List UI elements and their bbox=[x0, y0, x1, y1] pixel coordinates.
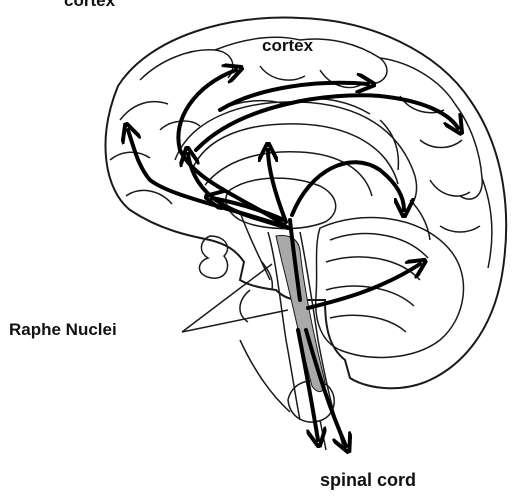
raphe-pointer-lines bbox=[182, 264, 288, 332]
cerebellum bbox=[316, 218, 464, 358]
arrow-to-occipital bbox=[292, 162, 404, 215]
label-cortex-top: cortex bbox=[64, 0, 115, 11]
arrow-down-spinal-right bbox=[306, 330, 346, 446]
label-cortex: cortex bbox=[262, 36, 313, 56]
inner-structures bbox=[199, 178, 335, 290]
arrow-to-thalamus bbox=[268, 150, 286, 222]
label-raphe-nuclei: Raphe Nuclei bbox=[9, 320, 117, 340]
label-spinal-cord: spinal cord bbox=[320, 470, 416, 491]
